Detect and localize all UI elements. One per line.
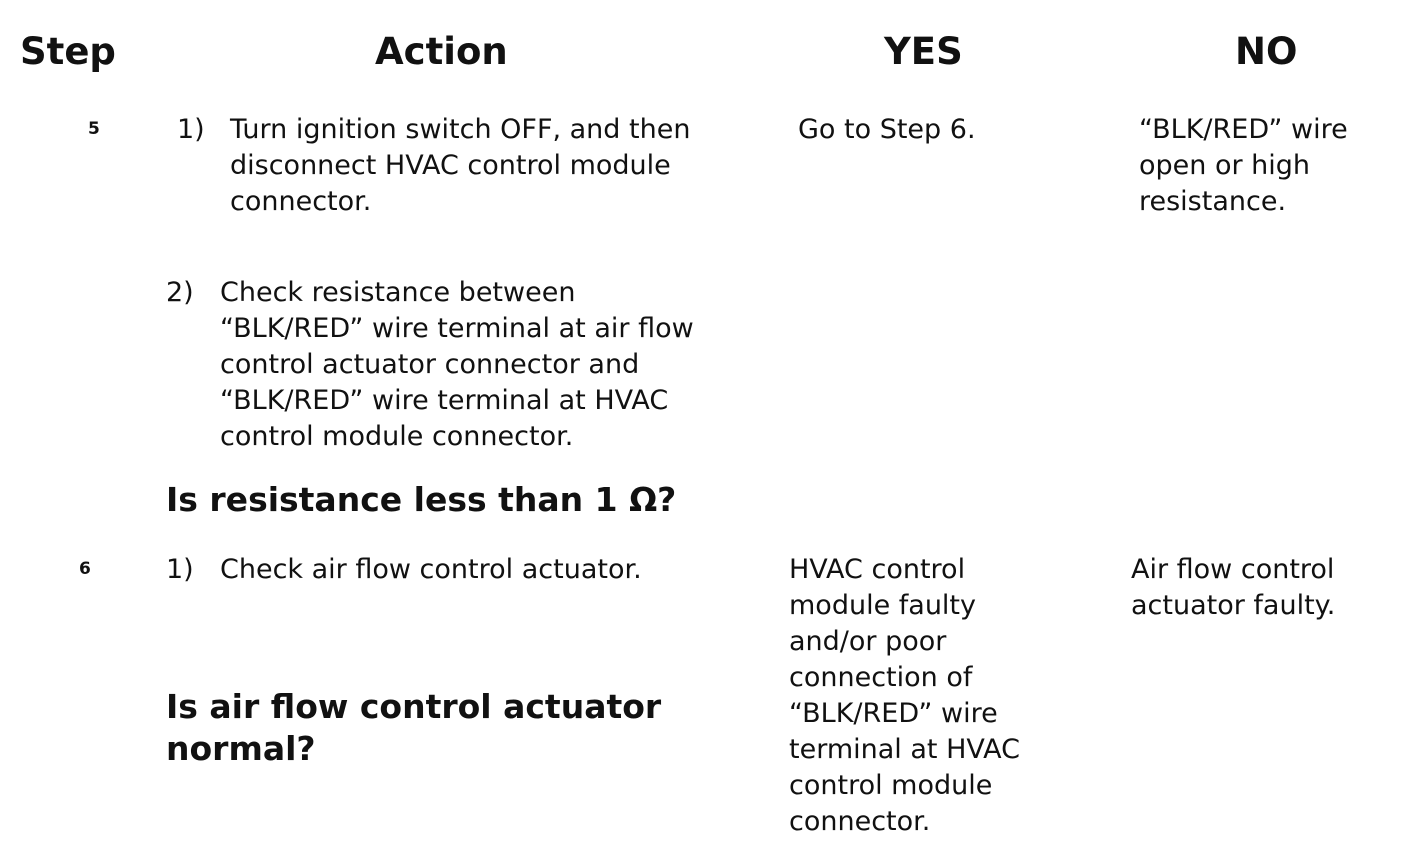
no-line: actuator faulty. xyxy=(1131,590,1336,621)
no-line: resistance. xyxy=(1139,186,1287,217)
yes-line: HVAC control xyxy=(789,554,966,585)
no-result: “BLK/RED” wire open or high resistance. xyxy=(1139,112,1348,220)
action-question: Is air flow control actuator normal? xyxy=(166,686,661,770)
yes-line: connection of xyxy=(789,662,973,693)
yes-result: Go to Step 6. xyxy=(798,112,976,148)
step-number: 6 xyxy=(79,559,91,579)
action-item-text: Check resistance between “BLK/RED” wire … xyxy=(220,275,694,455)
yes-line: connector. xyxy=(789,806,931,837)
action-item-text: Check air flow control actuator. xyxy=(220,552,642,588)
header-action: Action xyxy=(375,30,508,73)
action-item-number: 1) xyxy=(166,554,194,585)
no-line: Air flow control xyxy=(1131,554,1335,585)
yes-line: terminal at HVAC xyxy=(789,734,1020,765)
yes-line: “BLK/RED” wire xyxy=(789,698,998,729)
question-line: Is air flow control actuator xyxy=(166,687,662,726)
action-line: connector. xyxy=(230,186,372,217)
yes-line: module faulty xyxy=(789,590,976,621)
no-line: “BLK/RED” wire xyxy=(1139,114,1348,145)
no-result: Air flow control actuator faulty. xyxy=(1131,552,1335,624)
header-yes: YES xyxy=(884,30,963,73)
header-no: NO xyxy=(1235,30,1298,73)
action-question: Is resistance less than 1 Ω? xyxy=(166,480,677,519)
question-line: normal? xyxy=(166,729,316,768)
action-line: Check resistance between xyxy=(220,277,576,308)
yes-line: and/or poor xyxy=(789,626,947,657)
action-item-number: 2) xyxy=(166,277,194,308)
action-line: Check air flow control actuator. xyxy=(220,554,642,585)
yes-line: control module xyxy=(789,770,993,801)
header-step: Step xyxy=(20,30,116,73)
yes-result: HVAC control module faulty and/or poor c… xyxy=(789,552,1020,840)
no-line: open or high xyxy=(1139,150,1311,181)
action-item-text: Turn ignition switch OFF, and then disco… xyxy=(230,112,690,220)
action-line: “BLK/RED” wire terminal at air flow xyxy=(220,313,694,344)
action-line: “BLK/RED” wire terminal at HVAC xyxy=(220,385,669,416)
action-item-number: 1) xyxy=(177,114,205,145)
yes-line: Go to Step 6. xyxy=(798,114,976,145)
action-line: Turn ignition switch OFF, and then xyxy=(230,114,691,145)
action-line: disconnect HVAC control module xyxy=(230,150,671,181)
action-line: control module connector. xyxy=(220,421,574,452)
step-number: 5 xyxy=(88,119,100,139)
action-line: control actuator connector and xyxy=(220,349,640,380)
